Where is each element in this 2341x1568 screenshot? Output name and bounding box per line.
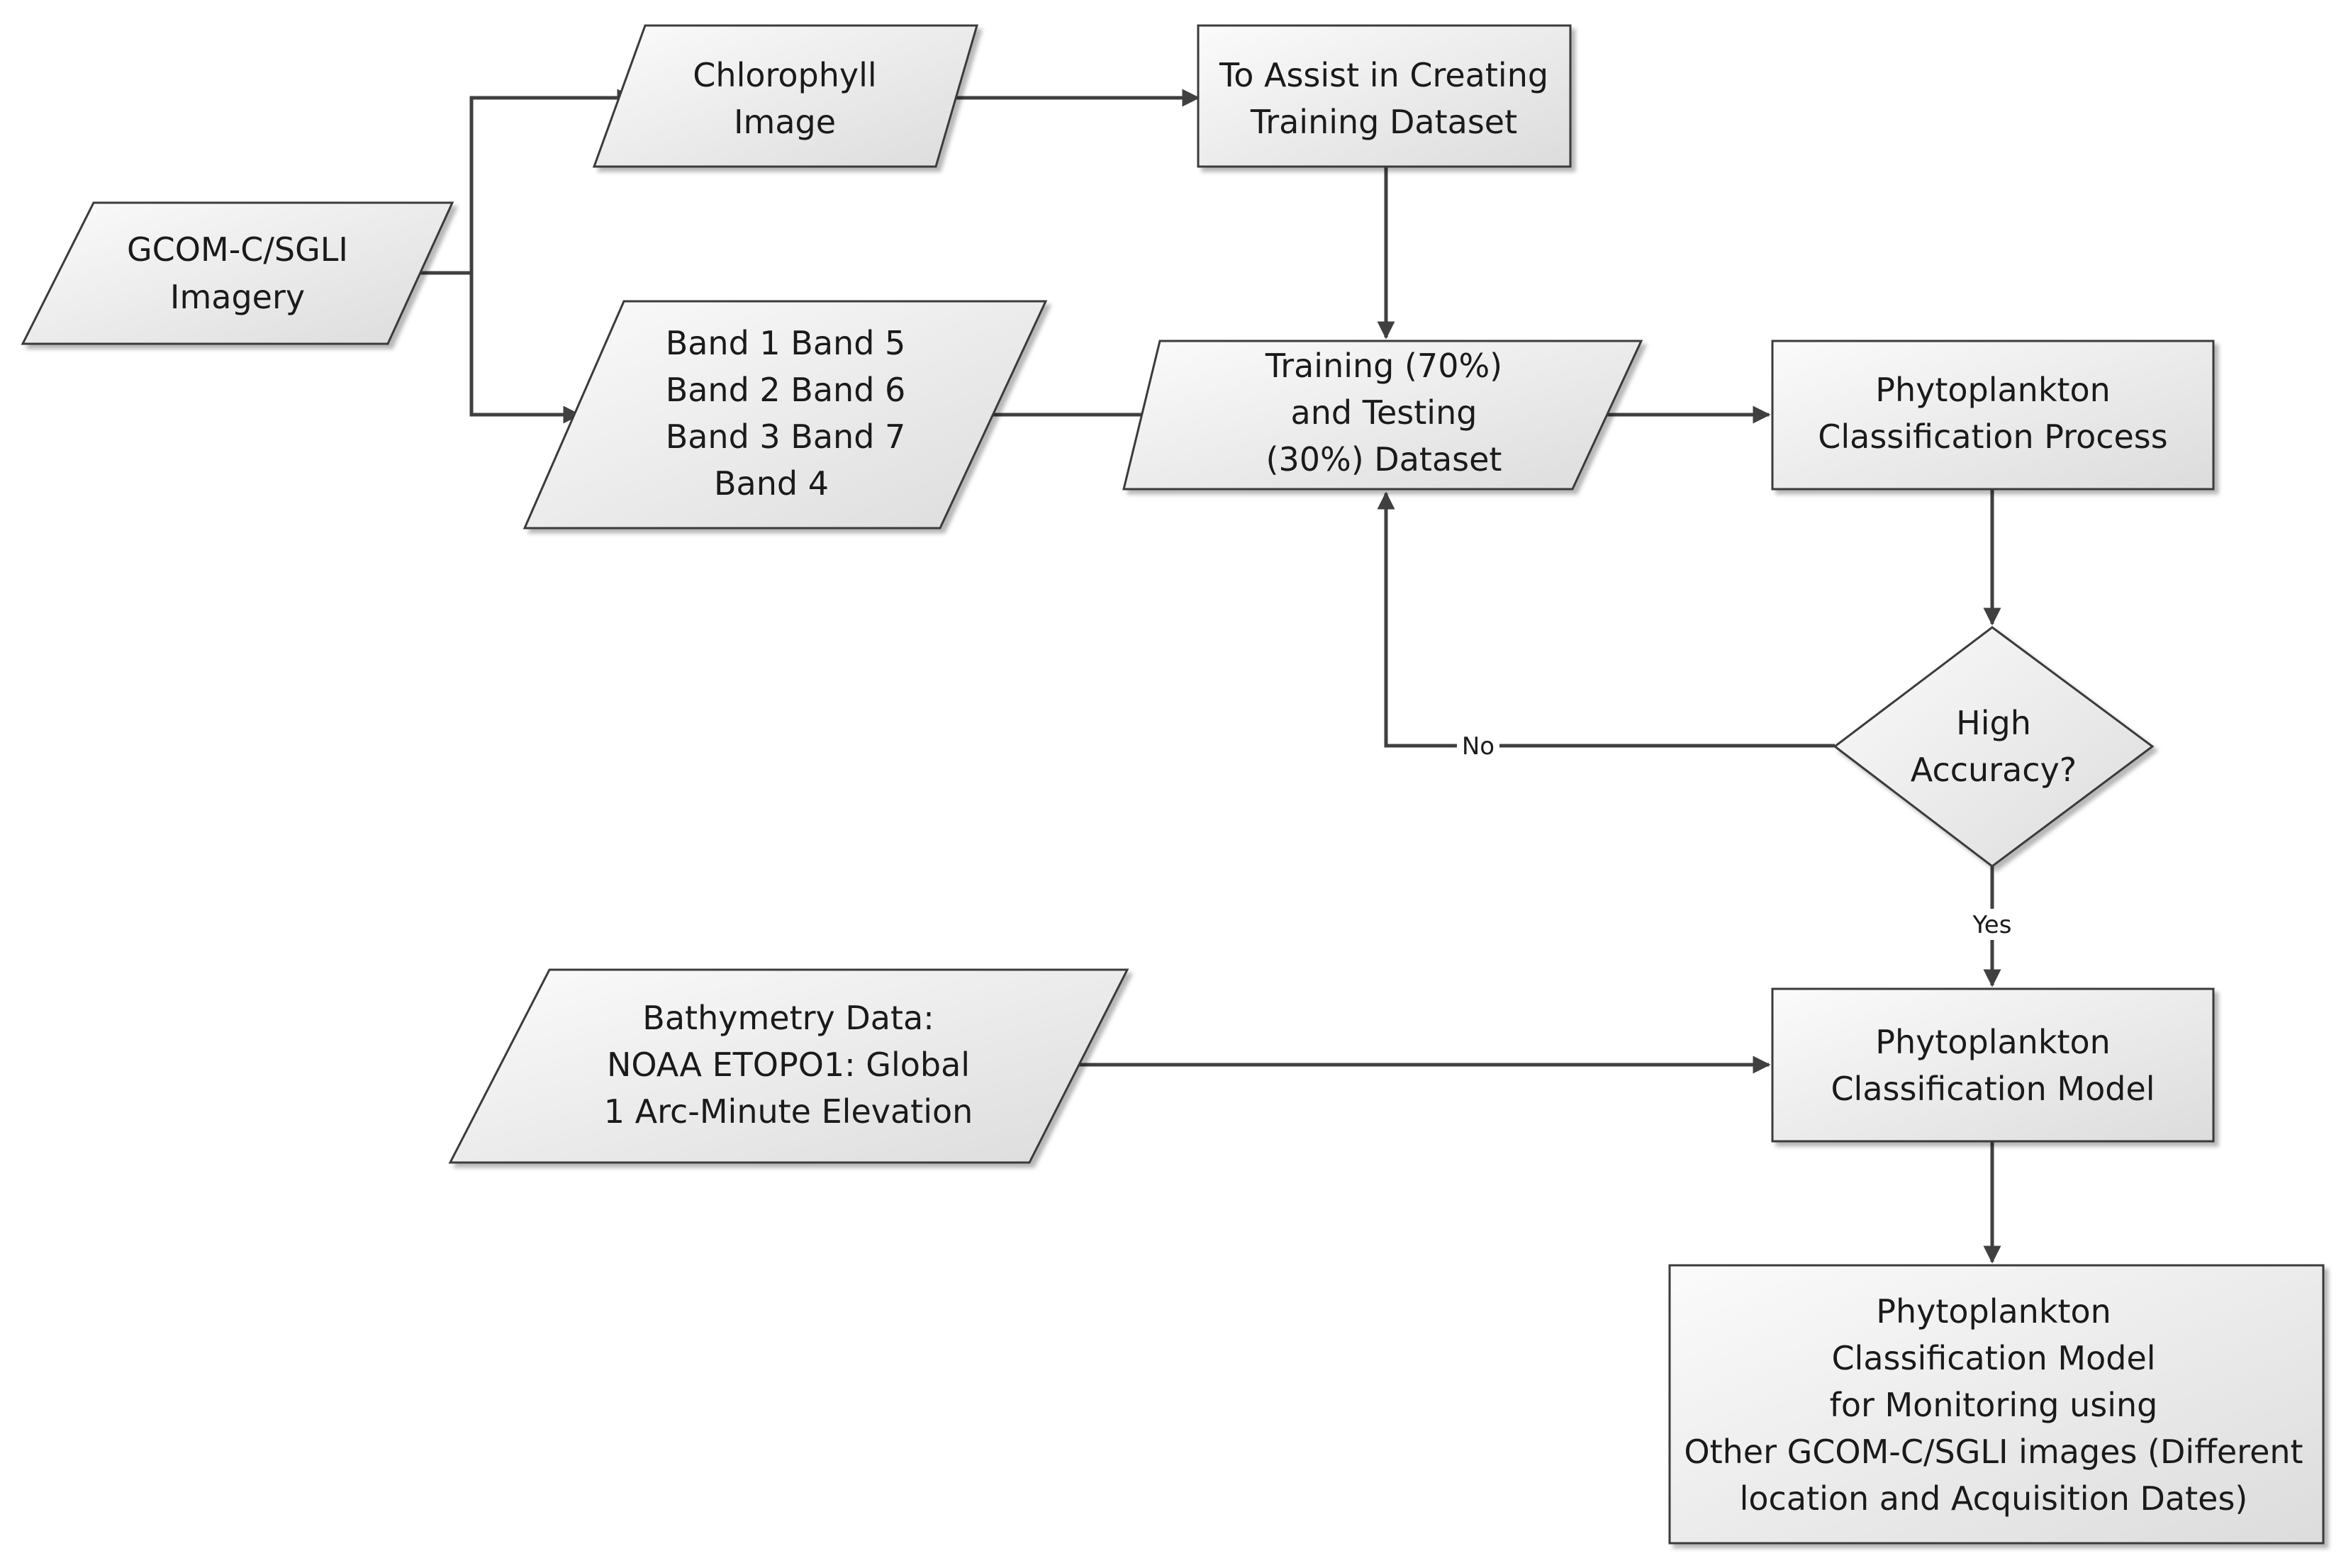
node-monitoring-line-2: Classification Model — [1831, 1339, 2155, 1377]
node-decision-line-2: Accuracy? — [1911, 751, 2077, 789]
edge-decision-no-loop — [1377, 491, 1835, 748]
node-bands-line-1: Band 1 Band 5 — [666, 324, 906, 362]
node-process-line-2: Classification Process — [1818, 418, 2168, 456]
node-monitoring-line-1: Phytoplankton — [1876, 1292, 2111, 1331]
node-monitoring-line-4: Other GCOM-C/SGLI images (Different — [1684, 1433, 2303, 1471]
node-bathymetry: Bathymetry Data: NOAA ETOPO1: Global 1 A… — [448, 968, 1129, 1164]
node-classification-process: Phytoplankton Classification Process — [1771, 340, 2215, 491]
node-monitoring-line-5: location and Acquisition Dates) — [1740, 1479, 2248, 1518]
yes-label-bg — [1967, 909, 2018, 940]
node-decision-high-accuracy: High Accuracy? — [1833, 626, 2155, 868]
node-chlorophyll-line-2: Image — [734, 103, 836, 141]
node-dataset: Training (70%) and Testing (30%) Dataset — [1122, 340, 1643, 491]
node-gcom-line-2: Imagery — [170, 278, 305, 316]
node-dataset-line-1: Training (70%) — [1265, 347, 1502, 385]
node-dataset-line-3: (30%) Dataset — [1266, 440, 1502, 478]
node-model-line-2: Classification Model — [1831, 1070, 2155, 1108]
node-bands-line-3: Band 3 Band 7 — [666, 418, 906, 456]
node-decision-line-1: High — [1956, 704, 2031, 742]
nodes: GCOM-C/SGLI Imagery Chlorophyll Image To… — [21, 24, 2325, 1545]
node-monitoring-model: Phytoplankton Classification Model for M… — [1668, 1264, 2325, 1545]
node-chlorophyll-image: Chlorophyll Image — [592, 24, 978, 168]
node-assist-line-2: Training Dataset — [1250, 103, 1517, 141]
node-dataset-line-2: and Testing — [1291, 393, 1477, 432]
edge-label-yes: Yes — [1972, 911, 2012, 939]
node-classification-model: Phytoplankton Classification Model — [1771, 987, 2215, 1143]
no-label-bg — [1457, 732, 1499, 760]
node-bathymetry-line-2: NOAA ETOPO1: Global — [607, 1046, 970, 1084]
edge-label-no: No — [1462, 732, 1494, 761]
edge-to-bands — [469, 273, 581, 424]
node-assist-line-1: To Assist in Creating — [1219, 56, 1548, 94]
node-bands: Band 1 Band 5 Band 2 Band 6 Band 3 Band … — [523, 300, 1048, 530]
node-process-line-1: Phytoplankton — [1875, 371, 2111, 409]
node-bathymetry-line-3: 1 Arc-Minute Elevation — [604, 1092, 973, 1131]
node-training-assist: To Assist in Creating Training Dataset — [1197, 24, 1572, 168]
node-bands-line-4: Band 4 — [714, 464, 829, 503]
node-monitoring-line-3: for Monitoring using — [1830, 1386, 2158, 1424]
edge-to-chlorophyll — [469, 89, 635, 273]
node-bathymetry-line-1: Bathymetry Data: — [642, 999, 934, 1037]
node-gcom-line-1: GCOM-C/SGLI — [127, 230, 348, 269]
node-model-line-1: Phytoplankton — [1875, 1023, 2111, 1061]
node-chlorophyll-line-1: Chlorophyll — [693, 56, 876, 94]
node-bands-line-2: Band 2 Band 6 — [666, 371, 906, 409]
edges: No Yes — [413, 89, 2018, 1264]
node-gcom-imagery: GCOM-C/SGLI Imagery — [21, 201, 454, 345]
